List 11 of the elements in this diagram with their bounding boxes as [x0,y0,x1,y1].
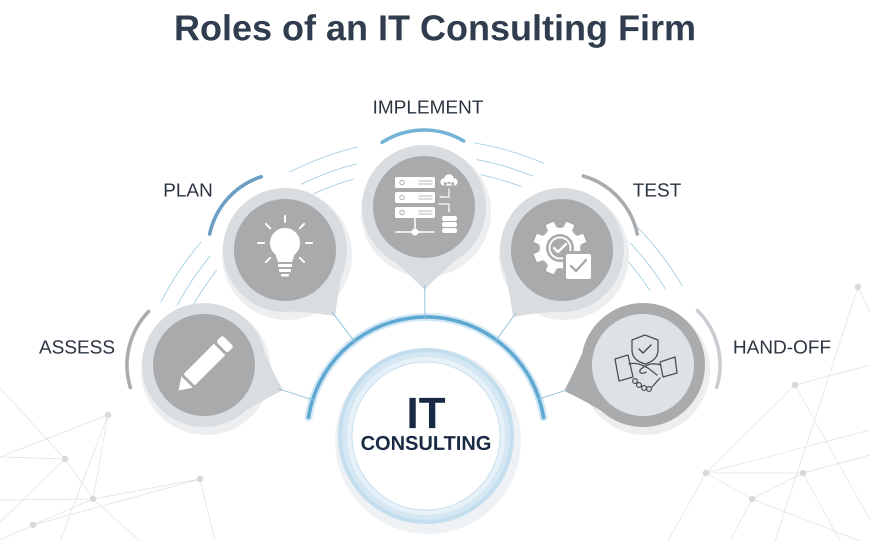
step-label: IMPLEMENT [374,100,483,114]
step-label: PLAN [164,183,212,197]
step-label: ASSESS [39,340,114,354]
title: Roles of an IT Consulting Firm [176,14,694,48]
connector-line [536,388,570,400]
connector-line [424,284,426,320]
step-label: TEST [633,183,681,197]
step-label: HAND-OFF [734,340,830,354]
connector-line [278,388,315,401]
connector-line [332,312,356,344]
connector-line [494,312,516,342]
